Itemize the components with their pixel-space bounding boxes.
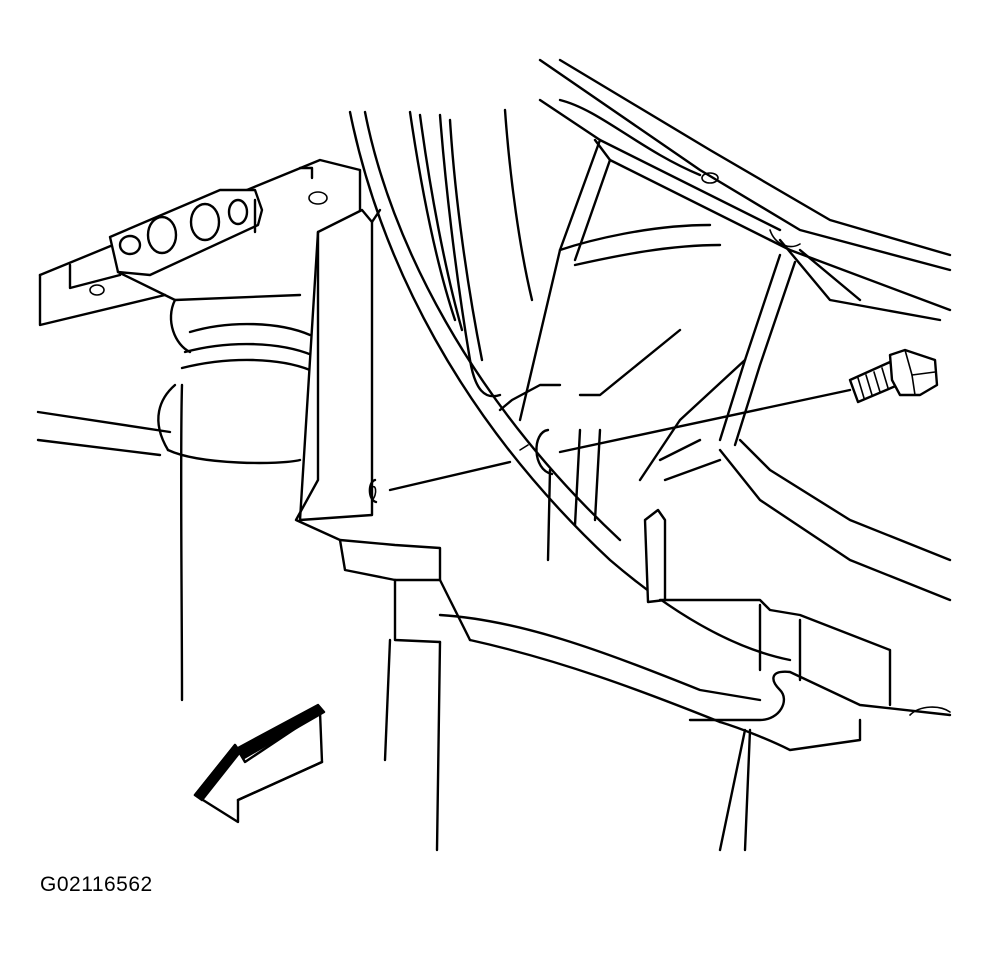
upper-crossbar <box>538 58 952 322</box>
bolt-hole <box>368 388 852 504</box>
lower-ledge <box>438 578 952 852</box>
support-plate <box>294 208 442 852</box>
alignment-line <box>558 388 852 454</box>
cylinder-body <box>157 298 314 702</box>
right-struts <box>638 253 952 602</box>
mount-bracket <box>108 188 302 302</box>
alignment-line <box>388 460 512 492</box>
bracket-hole <box>189 202 221 242</box>
bracket-hole <box>118 234 142 256</box>
forward-arrow-icon <box>193 703 326 824</box>
bolt-icon <box>848 348 939 404</box>
spoke-beams <box>518 98 782 422</box>
bracket-hole <box>146 215 178 255</box>
fan-shroud-arcs <box>348 108 792 662</box>
center-post <box>546 428 667 604</box>
figure-id-label: G02116562 <box>40 873 153 896</box>
bracket-hole <box>227 198 249 226</box>
